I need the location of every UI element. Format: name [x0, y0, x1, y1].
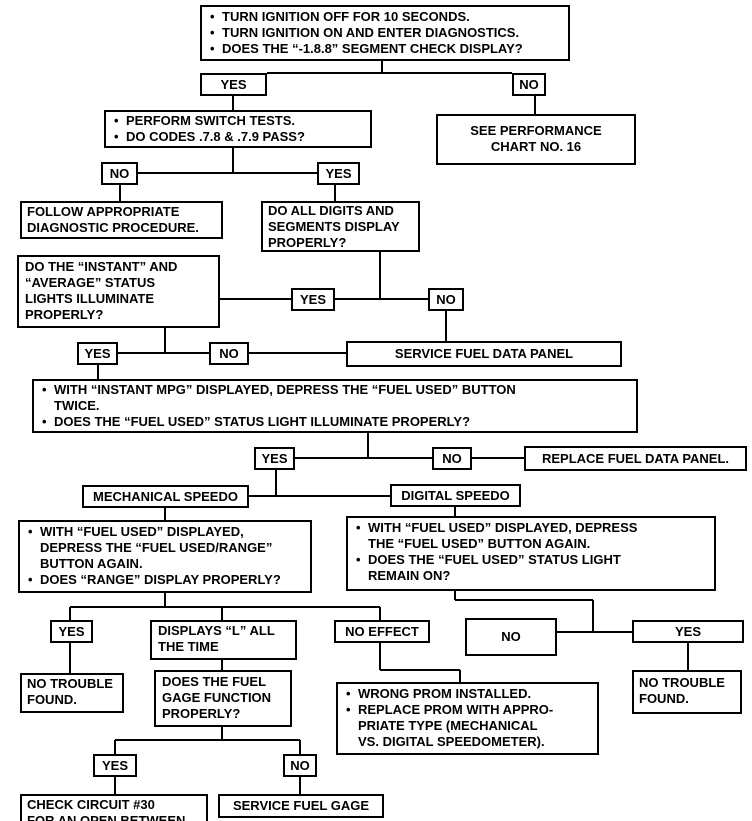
yes-box-3: YES: [291, 288, 335, 311]
follow-diagnostic-line: DIAGNOSTIC PROCEDURE.: [27, 220, 199, 235]
digital-question-box: WITH “FUEL USED” DISPLAYED, DEPRESS THE …: [346, 516, 716, 591]
digital-question-line: WITH “FUEL USED” DISPLAYED, DEPRESS: [368, 520, 638, 535]
wrong-prom-line: REPLACE PROM WITH APPRO-: [358, 702, 554, 717]
gage-question-line: GAGE FUNCTION: [162, 690, 272, 705]
digits-question-box: DO ALL DIGITS AND SEGMENTS DISPLAY PROPE…: [261, 201, 420, 252]
start-item: TURN IGNITION OFF FOR 10 SECONDS.: [208, 9, 562, 25]
status-lights-line: “AVERAGE” STATUS: [25, 275, 156, 290]
switch-tests-box: PERFORM SWITCH TESTS. DO CODES .7.8 & .7…: [104, 110, 372, 148]
displays-l-line: THE TIME: [158, 639, 219, 654]
mechanical-question-line: WITH “FUEL USED” DISPLAYED,: [40, 524, 244, 539]
gage-question-line: PROPERLY?: [162, 706, 241, 721]
mechanical-speedo-box: MECHANICAL SPEEDO: [82, 485, 249, 508]
no-trouble-found-box-2: NO TROUBLE FOUND.: [632, 670, 742, 714]
status-lights-line: DO THE “INSTANT” AND: [25, 259, 178, 274]
wrong-prom-box: WRONG PROM INSTALLED. REPLACE PROM WITH …: [336, 682, 599, 755]
no-effect-box: NO EFFECT: [334, 620, 430, 643]
digital-question-line: DOES THE “FUEL USED” STATUS LIGHT: [368, 552, 621, 567]
yes-box-2: YES: [317, 162, 360, 185]
switch-tests-item: PERFORM SWITCH TESTS.: [112, 113, 364, 129]
replace-fuel-data-panel-box: REPLACE FUEL DATA PANEL.: [524, 446, 747, 471]
no-box-4: NO: [209, 342, 249, 365]
digital-speedo-box: DIGITAL SPEEDO: [390, 484, 521, 507]
mechanical-question-item: DOES “RANGE” DISPLAY PROPERLY?: [26, 572, 304, 588]
wrong-prom-item: WRONG PROM INSTALLED.: [344, 686, 591, 702]
check-circuit-line: CHECK CIRCUIT #30: [27, 797, 155, 812]
no-trouble-found-box-1: NO TROUBLE FOUND.: [20, 673, 124, 713]
start-item: DOES THE “-1.8.8” SEGMENT CHECK DISPLAY?: [208, 41, 562, 57]
no-box-1: NO: [512, 73, 546, 96]
service-fuel-data-panel-box: SERVICE FUEL DATA PANEL: [346, 341, 622, 367]
no-box-2: NO: [101, 162, 138, 185]
follow-diagnostic-line: FOLLOW APPROPRIATE: [27, 204, 180, 219]
instant-mpg-item: WITH “INSTANT MPG” DISPLAYED, DEPRESS TH…: [40, 382, 560, 414]
service-fuel-gage-box: SERVICE FUEL GAGE: [218, 794, 384, 818]
instant-mpg-item: DOES THE “FUEL USED” STATUS LIGHT ILLUMI…: [40, 414, 560, 430]
performance-chart-box: SEE PERFORMANCE CHART NO. 16: [436, 114, 636, 165]
yes-box-6: YES: [50, 620, 93, 643]
no-trouble-line: FOUND.: [27, 692, 77, 707]
digital-question-line: REMAIN ON?: [368, 568, 451, 583]
status-lights-line: PROPERLY?: [25, 307, 104, 322]
displays-l-line: DISPLAYS “L” ALL: [158, 623, 275, 638]
mechanical-question-line: BUTTON AGAIN.: [40, 556, 143, 571]
performance-chart-line: CHART NO. 16: [490, 139, 582, 154]
mechanical-question-item: WITH “FUEL USED” DISPLAYED, DEPRESS THE …: [26, 524, 304, 572]
gage-question-box: DOES THE FUEL GAGE FUNCTION PROPERLY?: [154, 670, 292, 727]
mechanical-question-line: DEPRESS THE “FUEL USED/RANGE”: [40, 540, 273, 555]
displays-l-box: DISPLAYS “L” ALL THE TIME: [150, 620, 297, 660]
yes-box-5: YES: [254, 447, 295, 470]
yes-box-8: YES: [93, 754, 137, 777]
check-circuit-line: FOR AN OPEN BETWEEN: [27, 813, 186, 821]
status-lights-question-box: DO THE “INSTANT” AND “AVERAGE” STATUS LI…: [17, 255, 220, 328]
yes-box-7: YES: [632, 620, 744, 643]
no-trouble-line: FOUND.: [639, 691, 689, 706]
start-box: TURN IGNITION OFF FOR 10 SECONDS. TURN I…: [200, 5, 570, 61]
digits-question-line: PROPERLY?: [268, 235, 347, 250]
yes-box-4: YES: [77, 342, 118, 365]
no-box-6: NO: [465, 618, 557, 656]
digits-question-line: SEGMENTS DISPLAY: [268, 219, 400, 234]
wrong-prom-line: VS. DIGITAL SPEEDOMETER).: [358, 734, 545, 749]
digits-question-line: DO ALL DIGITS AND: [268, 203, 394, 218]
gage-question-line: DOES THE FUEL: [162, 674, 267, 689]
digital-question-line: THE “FUEL USED” BUTTON AGAIN.: [368, 536, 591, 551]
no-trouble-line: NO TROUBLE: [639, 675, 725, 690]
check-circuit-box: CHECK CIRCUIT #30 FOR AN OPEN BETWEEN: [20, 794, 208, 821]
yes-box-1: YES: [200, 73, 267, 96]
digital-question-item: DOES THE “FUEL USED” STATUS LIGHT REMAIN…: [354, 552, 708, 584]
status-lights-line: LIGHTS ILLUMINATE: [25, 291, 155, 306]
start-item: TURN IGNITION ON AND ENTER DIAGNOSTICS.: [208, 25, 562, 41]
digital-question-item: WITH “FUEL USED” DISPLAYED, DEPRESS THE …: [354, 520, 708, 552]
wrong-prom-line: WRONG PROM INSTALLED.: [358, 686, 532, 701]
no-box-5: NO: [432, 447, 472, 470]
mechanical-question-box: WITH “FUEL USED” DISPLAYED, DEPRESS THE …: [18, 520, 312, 593]
follow-diagnostic-box: FOLLOW APPROPRIATE DIAGNOSTIC PROCEDURE.: [20, 201, 223, 239]
switch-tests-item: DO CODES .7.8 & .7.9 PASS?: [112, 129, 364, 145]
performance-chart-line: SEE PERFORMANCE: [470, 123, 602, 138]
wrong-prom-item: REPLACE PROM WITH APPRO- PRIATE TYPE (ME…: [344, 702, 591, 750]
mechanical-question-line: DOES “RANGE” DISPLAY PROPERLY?: [40, 572, 281, 587]
no-trouble-line: NO TROUBLE: [27, 676, 113, 691]
instant-mpg-box: WITH “INSTANT MPG” DISPLAYED, DEPRESS TH…: [32, 379, 638, 433]
no-box-3: NO: [428, 288, 464, 311]
wrong-prom-line: PRIATE TYPE (MECHANICAL: [358, 718, 538, 733]
no-box-8: NO: [283, 754, 317, 777]
